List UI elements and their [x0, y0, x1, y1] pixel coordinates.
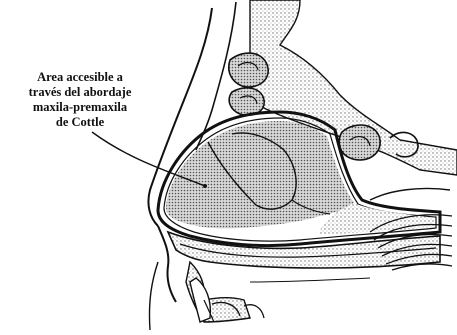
caption-line-2: través del abordaje: [0, 85, 160, 100]
caption-line-3: maxila-premaxila: [0, 100, 160, 115]
upper-turbinate-icon: [229, 53, 268, 87]
accessible-area-region: [166, 121, 354, 229]
caption-line-1: Area accesible a: [0, 70, 160, 85]
caption-line-4: de Cottle: [0, 115, 160, 130]
oral-cavity-line: [250, 278, 370, 282]
soft-palate-outline: [370, 188, 450, 200]
facial-profile-line: [149, 262, 158, 330]
figure-caption: Area accesible a través del abordaje max…: [0, 70, 160, 130]
leader-line-endpoint: [203, 184, 207, 188]
palate-region: [168, 232, 440, 268]
middle-turbinate-icon: [229, 88, 264, 115]
